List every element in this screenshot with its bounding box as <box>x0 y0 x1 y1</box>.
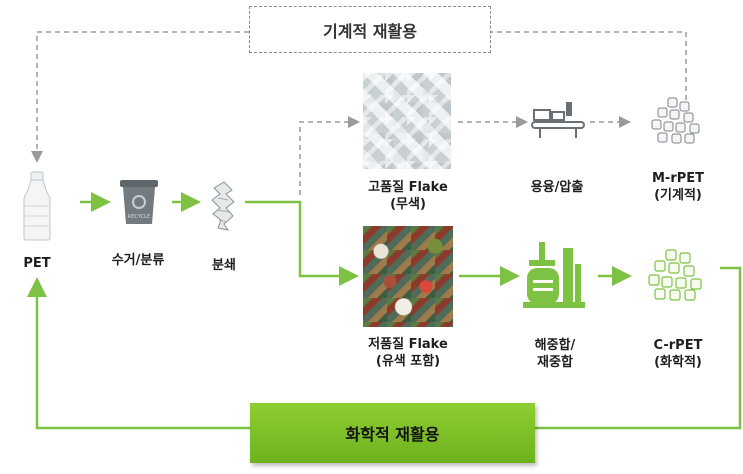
chemical-recycling-title: 화학적 재활용 <box>345 425 440 444</box>
high-quality-flake-image <box>363 73 451 169</box>
c-rpet-label-line2: (화학적) <box>654 355 702 370</box>
pet-bottle-icon <box>23 171 51 241</box>
pet-label: PET <box>23 256 51 271</box>
arrow-crush-to-lq-flake <box>245 200 359 286</box>
m-rpet-label-line1: M-rPET <box>651 171 705 186</box>
hq-flake-label: 고품질 Flake (무색) <box>350 179 466 213</box>
recycle-bin-icon: RECYCLE <box>120 180 158 224</box>
chemical-plant-icon <box>523 242 585 308</box>
mechanical-recycling-box: 기계적 재활용 <box>249 6 491 53</box>
extruder-icon <box>531 102 585 138</box>
repoly-label-line1: 해중합/ <box>534 338 576 353</box>
lq-flake-label-line1: 저품질 Flake <box>368 337 448 352</box>
collect-label: 수거/분류 <box>111 253 165 268</box>
m-rpet-pellets-icon <box>651 97 700 144</box>
c-rpet-label-line1: C-rPET <box>653 338 703 353</box>
arrow-to-hq-flake <box>299 116 360 195</box>
repoly-label-line2: 재중합 <box>537 355 573 370</box>
hq-flake-label-line1: 고품질 Flake <box>368 180 448 195</box>
mechanical-loop-line <box>37 31 687 160</box>
crushed-flakes-icon <box>211 181 235 231</box>
m-rpet-label-line2: (기계적) <box>654 188 702 203</box>
melt-label: 용융/압출 <box>530 180 584 195</box>
repoly-label: 해중합/ 재중합 <box>512 337 598 371</box>
crush-label: 분쇄 <box>212 258 236 273</box>
mechanical-recycling-title: 기계적 재활용 <box>323 21 417 41</box>
lq-flake-label-line2: (유색 포함) <box>375 354 441 369</box>
c-rpet-pellets-icon <box>648 249 702 301</box>
chemical-recycling-box: 화학적 재활용 <box>250 403 535 463</box>
m-rpet-label: M-rPET (기계적) <box>636 170 720 204</box>
lq-flake-label: 저품질 Flake (유색 포함) <box>348 336 468 370</box>
low-quality-flake-image <box>363 226 453 327</box>
recycle-bin-text: RECYCLE <box>128 214 150 220</box>
c-rpet-label: C-rPET (화학적) <box>636 337 720 371</box>
chemical-loop-line <box>37 268 742 430</box>
hq-flake-label-line2: (무색) <box>390 197 426 212</box>
